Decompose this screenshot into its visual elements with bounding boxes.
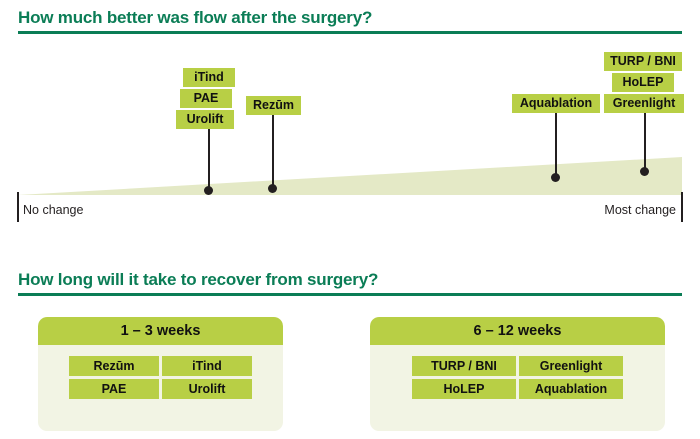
axis-label-no-change: No change <box>23 203 84 217</box>
heading-2-part-a: How long will it take to <box>18 270 201 289</box>
heading-2-bold: recover from surgery <box>200 270 368 289</box>
list-item[interactable]: HoLEP <box>412 379 516 399</box>
chip-greenlight[interactable]: Greenlight <box>604 94 684 113</box>
pin-stem-4 <box>644 113 646 171</box>
pin-stem-3 <box>555 113 557 177</box>
section-2-heading: How long will it take to recover from su… <box>18 270 378 290</box>
heading-1-underline <box>18 31 682 34</box>
recovery-card-6-12-weeks: 6 – 12 weeks TURP / BNI Greenlight HoLEP… <box>370 317 665 431</box>
pin-dot-3 <box>551 173 560 182</box>
card-1-item-grid: Rezūm iTind PAE Urolift <box>69 356 252 399</box>
page-title-recovery: How long will it take to recover from su… <box>18 270 378 290</box>
card-title-6-12-weeks: 6 – 12 weeks <box>370 317 665 345</box>
recovery-card-1-3-weeks: 1 – 3 weeks Rezūm iTind PAE Urolift <box>38 317 283 431</box>
pin-dot-1 <box>204 186 213 195</box>
heading-2-underline <box>18 293 682 296</box>
pin-dot-2 <box>268 184 277 193</box>
chip-holep[interactable]: HoLEP <box>612 73 674 92</box>
pin-stem-1 <box>208 129 210 190</box>
heading-2-part-b: ? <box>367 270 379 289</box>
chip-pae[interactable]: PAE <box>180 89 232 108</box>
heading-1-bold: flow <box>193 8 227 27</box>
ramp-shape <box>18 157 682 195</box>
pin-stem-2 <box>272 115 274 188</box>
list-item[interactable]: Rezūm <box>69 356 159 376</box>
section-1-heading: How much better was flow after the surge… <box>18 8 372 28</box>
list-item[interactable]: Aquablation <box>519 379 623 399</box>
list-item[interactable]: Greenlight <box>519 356 623 376</box>
list-item[interactable]: iTind <box>162 356 252 376</box>
chip-urolift[interactable]: Urolift <box>176 110 234 129</box>
card-title-1-3-weeks: 1 – 3 weeks <box>38 317 283 345</box>
chip-aquablation[interactable]: Aquablation <box>512 94 600 113</box>
list-item[interactable]: PAE <box>69 379 159 399</box>
page-title-flow: How much better was flow after the surge… <box>18 8 372 28</box>
flow-improvement-chart: iTind PAE Urolift Rezūm Aquablation TURP… <box>0 44 700 214</box>
list-item[interactable]: TURP / BNI <box>412 356 516 376</box>
list-item[interactable]: Urolift <box>162 379 252 399</box>
axis-tick-right <box>681 192 683 222</box>
axis-tick-left <box>17 192 19 222</box>
card-2-item-grid: TURP / BNI Greenlight HoLEP Aquablation <box>412 356 623 399</box>
chip-itind[interactable]: iTind <box>183 68 235 87</box>
pin-dot-4 <box>640 167 649 176</box>
heading-1-part-b: after the surgery? <box>226 8 373 27</box>
heading-1-part-a: How much better was <box>18 8 194 27</box>
axis-label-most-change: Most change <box>604 203 676 217</box>
chip-rezum[interactable]: Rezūm <box>246 96 301 115</box>
chip-turp-bni[interactable]: TURP / BNI <box>604 52 682 71</box>
card-body-1-3-weeks: Rezūm iTind PAE Urolift <box>38 345 283 411</box>
card-body-6-12-weeks: TURP / BNI Greenlight HoLEP Aquablation <box>370 345 665 411</box>
